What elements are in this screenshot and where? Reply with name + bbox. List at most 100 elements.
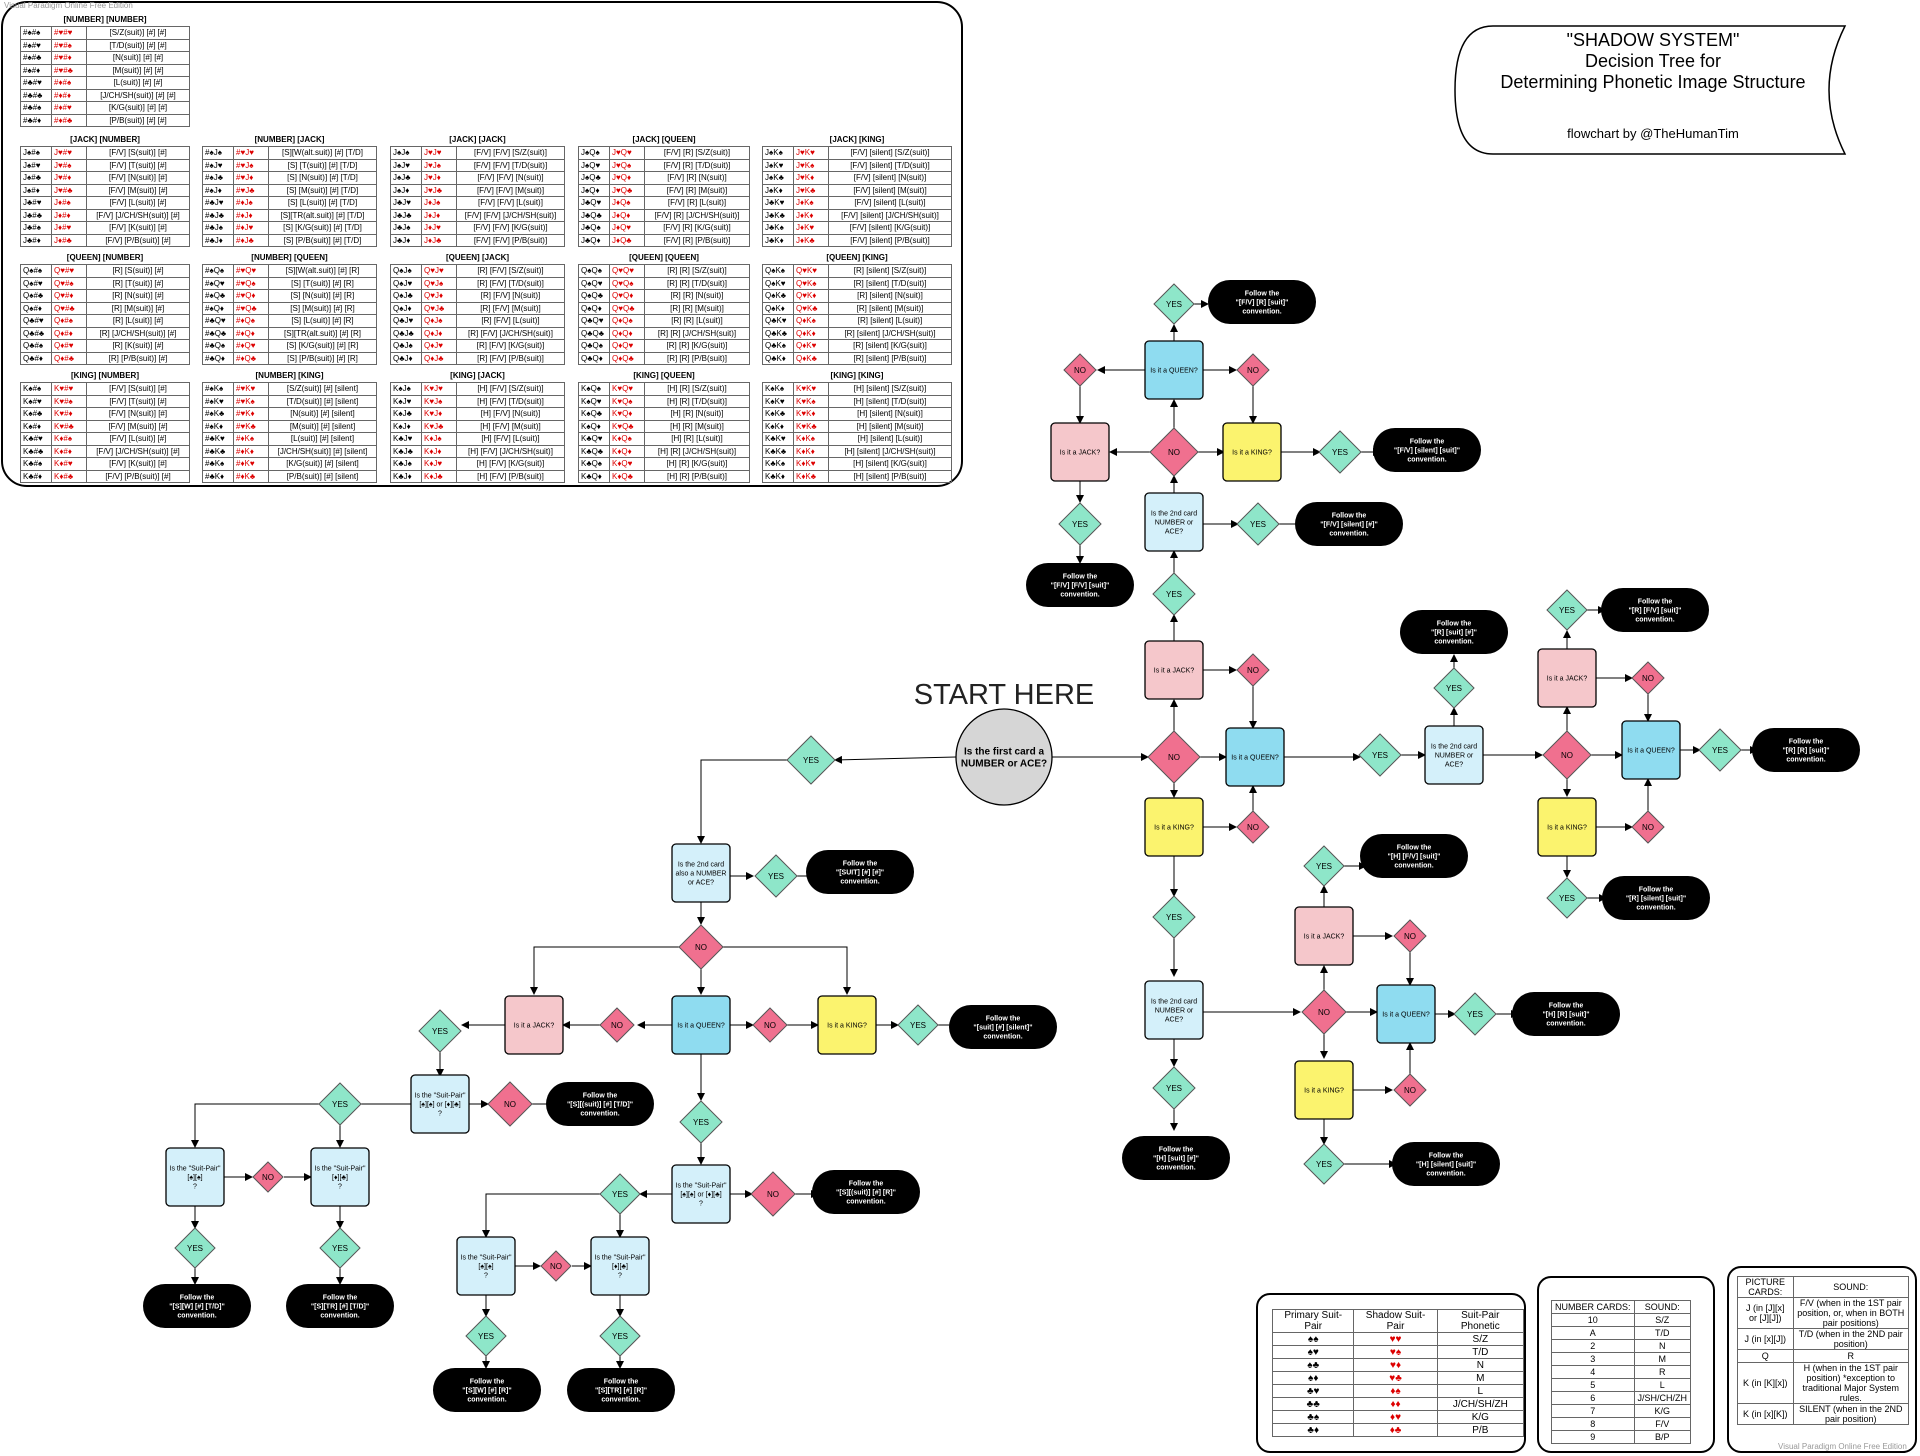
- ref-table-cell: K♣#♦: [20, 469, 52, 483]
- ref-table-row: J♠Q♦J♥Q♣[F/V] [R] [M(suit)]: [578, 183, 750, 197]
- ref-table-group: [KING] [QUEEN]K♠Q♠K♥Q♥[H] [R] [S/Z(suit)…: [578, 370, 750, 483]
- suitpair-box-b-label: [♠][♠] or [♦][♣]: [680, 1191, 721, 1198]
- legend-header: Suit-Pair Phonetic: [1436, 1309, 1525, 1333]
- yes-label: YES: [332, 1244, 348, 1253]
- terminal-h-r-suit-label: convention.: [1546, 1020, 1585, 1027]
- legend-cell: 8: [1551, 1417, 1635, 1431]
- suitpair-box-b-label: ?: [699, 1200, 703, 1207]
- ref-table-cell: [S] [P/B(suit)] [#] [R]: [268, 351, 377, 365]
- queen-box-c: [1144, 340, 1204, 400]
- second-box-king-label: ACE?: [1165, 1016, 1183, 1023]
- ref-table: #♠#♠#♥#♥[S/Z(suit)] [#] [#]#♠#♥#♥#♠[T/D(…: [20, 26, 190, 127]
- title-line1: "SHADOW SYSTEM": [1567, 30, 1740, 50]
- terminal-suit-num-num: [806, 850, 914, 894]
- legend-cell: J (in [J][x] or [J][J]): [1737, 1297, 1794, 1329]
- terminal-h-silent-suit-label: Follow the: [1429, 1152, 1464, 1159]
- queen-box-b: [1225, 727, 1285, 787]
- suitpair-box-a-label: [♠][♠] or [♦][♣]: [419, 1101, 460, 1108]
- title-line2: Decision Tree for: [1585, 51, 1721, 71]
- ref-table: #♠Q♠#♥Q♥[S][W(alt.suit)] [#] [R]#♠Q♥#♥Q♠…: [202, 264, 377, 365]
- suitpair-box-a: [410, 1074, 470, 1134]
- king-box-a: [817, 995, 877, 1055]
- ref-table-row: K♣Q♥K♦Q♠[H] [R] [L(suit)]: [578, 432, 750, 446]
- ref-table-row: #♠Q♠#♥Q♥[S][W(alt.suit)] [#] [R]: [202, 264, 377, 278]
- ref-table-cell: [F/V] [R] [P/B(suit)]: [644, 233, 750, 247]
- ref-table-row: K♣#♥K♦#♠[F/V] [L(suit)] [#]: [20, 432, 190, 446]
- terminal-r-r-suit: [1752, 728, 1860, 772]
- legend-cell: A: [1551, 1326, 1635, 1340]
- legend-row: J (in [x][J])T/D (when in the 2ND pair p…: [1737, 1328, 1910, 1350]
- legend-row: ♠♥♥♠T/D: [1271, 1345, 1525, 1359]
- ref-table: Q♠Q♠Q♥Q♥[R] [R] [S/Z(suit)]Q♠Q♥Q♥Q♠[R] […: [578, 264, 750, 365]
- ref-table-cell: [F/V] [J/CH/SH(suit)] [#]: [86, 208, 190, 222]
- suitpair-ss-box-b-label: ?: [484, 1272, 488, 1279]
- queen-box-d-label: Is it a QUEEN?: [1627, 747, 1675, 754]
- legend-cell: 10: [1551, 1313, 1635, 1327]
- terminal-suit-num-silent-label: Follow the: [986, 1015, 1021, 1022]
- ref-table: Q♠#♠Q♥#♥[R] [S(suit)] [#]Q♠#♥Q♥#♠[R] [T(…: [20, 264, 190, 365]
- no-label: NO: [262, 1173, 274, 1182]
- watermark-bottom: Visual Paradigm Online Free Edition: [1778, 1442, 1907, 1451]
- jack-box-c: [1050, 422, 1110, 482]
- suitpair-dc-box-b-label: Is the "Suit-Pair": [595, 1254, 646, 1261]
- terminal-s-suit-num-td: [546, 1082, 654, 1126]
- suitpair-ss-box-b: [456, 1236, 516, 1296]
- second-card-also-box-label: Is the 2nd card: [678, 861, 724, 868]
- legend-row: K (in [K][x])H (when in the 1ST pair pos…: [1737, 1362, 1910, 1404]
- yes-label: YES: [768, 872, 784, 881]
- legend-cell: T/D: [1436, 1345, 1525, 1359]
- ref-table: J♠Q♠J♥Q♥[F/V] [R] [S/Z(suit)]J♠Q♥J♥Q♠[F/…: [578, 146, 750, 247]
- ref-table-cell: [S] [P/B(suit)] [#] [T/D]: [268, 233, 377, 247]
- ref-table-cell: [R] [R] [P/B(suit)]: [644, 351, 750, 365]
- legend-cell: SILENT (when in the 2ND pair position): [1792, 1403, 1910, 1425]
- ref-table-row: Q♠#♠Q♥#♥[R] [S(suit)] [#]: [20, 264, 190, 278]
- jack-box-b-label: Is it a JACK?: [1154, 667, 1195, 674]
- legend-header: SOUND:: [1633, 1300, 1692, 1314]
- terminal-fv-silent-num: [1295, 502, 1403, 546]
- yes-diamond: [174, 1227, 216, 1269]
- ref-table-group: [KING] [KING]K♠K♠K♥K♥[H] [silent] [S/Z(s…: [762, 370, 952, 483]
- picture-legend-panel: PICTURE CARDS:SOUND:J (in [J][x] or [J][…: [1727, 1266, 1917, 1453]
- ref-table-row: #♠#♥#♥#♠[T/D(suit)] [#] [#]: [20, 38, 190, 52]
- yes-label: YES: [910, 1021, 926, 1030]
- terminal-s-suit-num-td-label: convention.: [580, 1110, 619, 1117]
- legend-header-row: NUMBER CARDS:SOUND:: [1551, 1300, 1692, 1314]
- yes-label: YES: [1332, 448, 1348, 457]
- ref-table-cell: [H] [silent] [P/B(suit)]: [828, 469, 952, 483]
- suitpair-dc-box-b: [590, 1236, 650, 1296]
- terminal-s-suit-num-r: [812, 1170, 920, 1214]
- edges: [191, 300, 1758, 1369]
- second-box-jack-label: NUMBER or: [1155, 519, 1194, 526]
- ref-table-title: [KING] [JACK]: [450, 371, 505, 380]
- ref-table-row: J♠Q♣J♥Q♦[F/V] [R] [N(suit)]: [578, 171, 750, 185]
- terminal-s-w-num-r-label: "[S][W] [#] [R]": [462, 1387, 511, 1394]
- legend-cell: T/D: [1633, 1326, 1692, 1340]
- ref-table-row: Q♠J♥Q♥J♠[R] [F/V] [T/D(suit)]: [390, 276, 565, 290]
- ref-table-row: J♠K♥J♥K♠[F/V] [silent] [T/D(suit)]: [762, 158, 952, 172]
- ref-table-row: J♣J♣J♦J♦[F/V] [F/V] [J/CH/SH(suit)]: [390, 208, 565, 222]
- no-label: NO: [1168, 753, 1180, 762]
- yes-label: YES: [187, 1244, 203, 1253]
- ref-table-row: J♣Q♥J♦Q♠[F/V] [R] [L(suit)]: [578, 196, 750, 210]
- ref-table: K♠#♠K♥#♥[F/V] [S(suit)] [#]K♠#♥K♥#♠[F/V]…: [20, 382, 190, 483]
- terminal-s-tr-num-r-label: Follow the: [604, 1378, 639, 1385]
- legend-header: Primary Suit-Pair: [1271, 1309, 1355, 1333]
- yes-label: YES: [693, 1118, 709, 1127]
- legend-cell: ♦♠: [1353, 1384, 1438, 1398]
- second-card-also-box: [671, 843, 731, 903]
- no-diamond: [678, 924, 724, 970]
- second-card-also-box-label: also a NUMBER: [676, 870, 727, 877]
- suitpair-ss-box-b-label: Is the "Suit-Pair": [461, 1254, 512, 1261]
- ref-table-title: [QUEEN] [JACK]: [445, 253, 510, 262]
- terminal-fv-silent-num-label: convention.: [1329, 530, 1368, 537]
- ref-table-title: [NUMBER] [KING]: [255, 371, 324, 380]
- ref-table-group: [QUEEN] [KING]Q♠K♠Q♥K♥[R] [silent] [S/Z(…: [762, 252, 952, 365]
- ref-table-row: J♣Q♠J♦Q♥[F/V] [R] [K/G(suit)]: [578, 221, 750, 235]
- no-label: NO: [611, 1021, 623, 1030]
- title-box: "SHADOW SYSTEM" Decision Tree for Determ…: [1454, 25, 1847, 155]
- yes-label: YES: [1446, 684, 1462, 693]
- terminal-r-fv-suit-label: Follow the: [1638, 598, 1673, 605]
- ref-table: J♠J♠J♥J♥[F/V] [F/V] [S/Z(suit)]J♠J♥J♥J♠[…: [390, 146, 565, 247]
- no-diamond: [599, 1007, 635, 1043]
